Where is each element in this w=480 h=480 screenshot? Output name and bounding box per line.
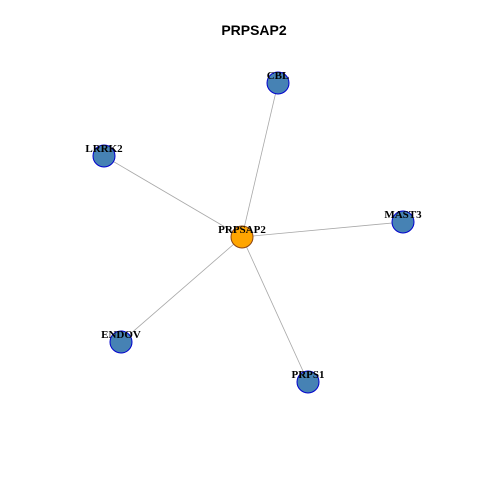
node-label-lrrk2: LRRK2 — [85, 143, 123, 155]
node-lrrk2 — [92, 144, 116, 168]
node-endov — [109, 330, 133, 354]
diagram-title: PRPSAP2 — [221, 22, 287, 38]
node-label-mast3: MAST3 — [384, 209, 422, 221]
edge-prpsap2-endov — [120, 236, 243, 343]
node-label-cbl: CBL — [267, 70, 290, 82]
node-prps1 — [296, 370, 320, 394]
edge-prpsap2-lrrk2 — [103, 155, 243, 238]
edges-layer — [103, 82, 404, 383]
node-mast3 — [391, 210, 415, 234]
edge-prpsap2-mast3 — [241, 221, 404, 238]
node-label-prpsap2: PRPSAP2 — [218, 224, 266, 236]
node-cbl — [266, 71, 290, 95]
edge-prpsap2-prps1 — [241, 236, 309, 383]
edge-prpsap2-cbl — [241, 82, 279, 238]
node-label-endov: ENDOV — [101, 329, 141, 341]
nodes-layer — [92, 71, 415, 394]
node-prpsap2 — [230, 225, 254, 249]
node-label-prps1: PRPS1 — [292, 369, 325, 381]
